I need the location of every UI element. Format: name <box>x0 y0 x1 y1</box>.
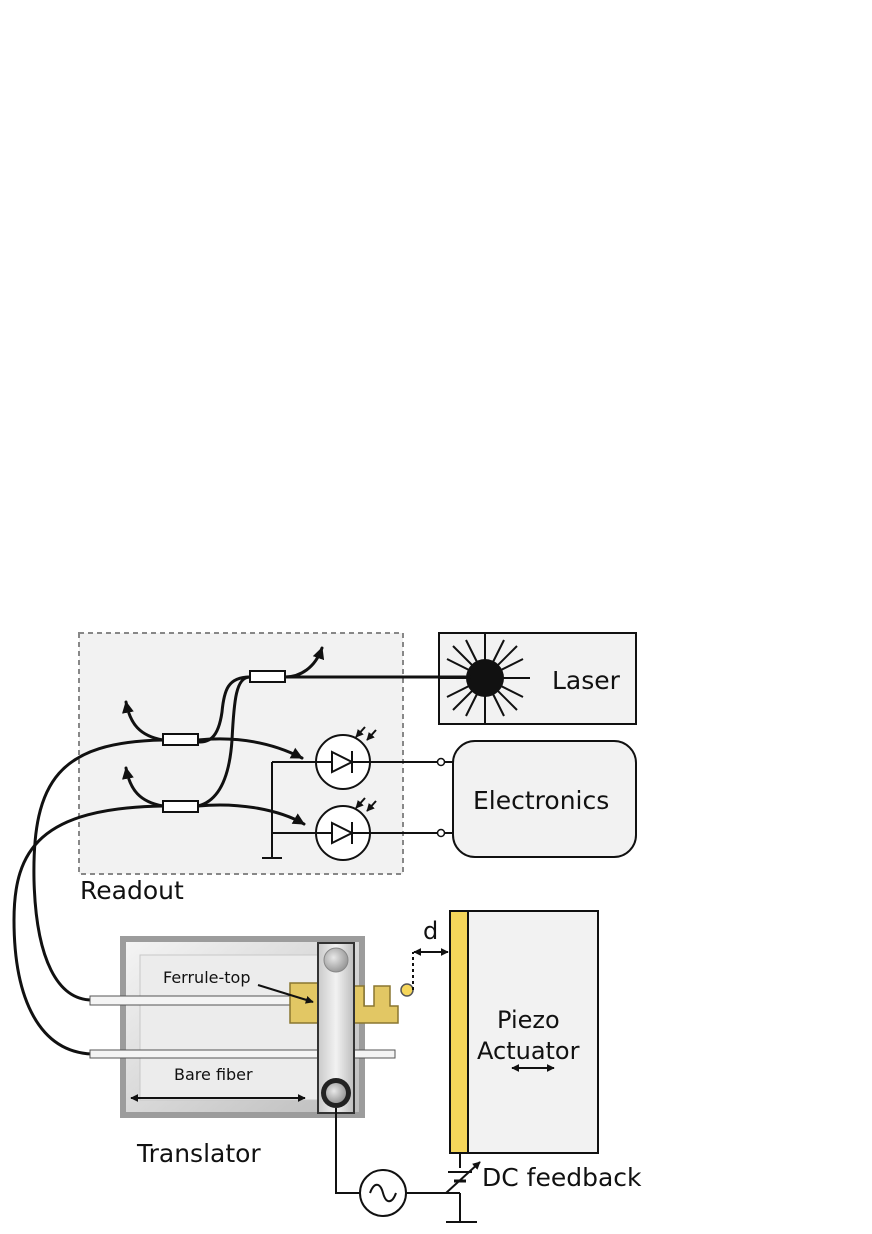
electronics-box <box>452 740 637 858</box>
photodiode-icon <box>315 726 377 790</box>
gap-label: d <box>423 917 438 945</box>
translator-label: Translator <box>136 1139 261 1168</box>
ac-source-icon <box>359 1169 407 1217</box>
fiber-coupler-icon <box>162 800 199 813</box>
piezo-label-line2: Actuator <box>477 1037 580 1065</box>
bare-fiber-rod <box>89 1049 396 1059</box>
fiber-coupler-icon <box>249 670 286 683</box>
photodiode-icon <box>315 797 377 861</box>
piezo-label-line1: Piezo <box>497 1006 560 1034</box>
fiber-coupler-icon <box>162 733 199 746</box>
translator-vertical-bar <box>317 942 355 1114</box>
gap-indicator <box>412 948 449 990</box>
dc-feedback-label: DC feedback <box>482 1163 642 1192</box>
ferrule-fiber-rod <box>89 995 293 1006</box>
readout-label: Readout <box>80 876 184 905</box>
variable-dc-source-icon <box>445 1161 481 1194</box>
laser-label: Laser <box>552 666 621 695</box>
drive-circuit <box>335 1108 461 1222</box>
laser-burst-icon <box>440 633 530 724</box>
ferrule-top-pointer <box>257 984 314 1004</box>
bare-fiber-label: Bare fiber <box>174 1065 253 1084</box>
electronics-label: Electronics <box>473 786 609 815</box>
fiber-network <box>12 646 472 1056</box>
ferrule-top-label: Ferrule-top <box>163 968 250 987</box>
photodiode-circuit <box>271 757 453 858</box>
piezo-actuator <box>449 910 599 1154</box>
